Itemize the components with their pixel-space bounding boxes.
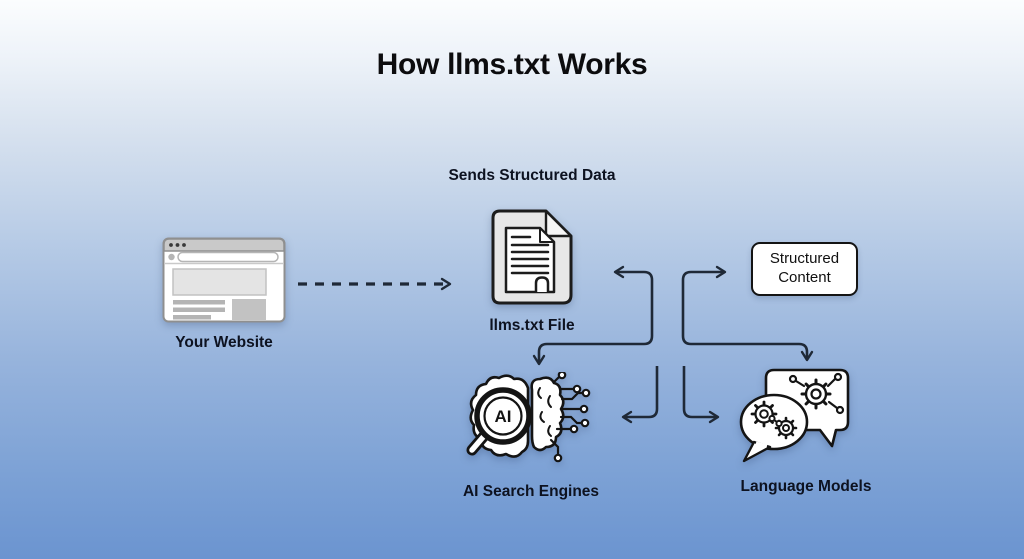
arrow-structured-content-and-language-models-connector (681, 265, 814, 362)
paper-fold (539, 227, 555, 243)
brain-right-half (530, 376, 565, 452)
speech-bubble-front (739, 393, 809, 451)
structured-content-box: Structured Content (751, 242, 858, 296)
sends-structured-data-caption: Sends Structured Data (448, 167, 616, 184)
structured-content-label: Structured Content (769, 250, 840, 286)
paper-arch (534, 276, 550, 292)
language-models-label: Language Models (740, 478, 872, 495)
browser-window-icon (162, 237, 286, 323)
gear-connector-nodes (768, 414, 783, 428)
browser-dots (169, 243, 186, 247)
browser-url-bar (177, 251, 279, 263)
paper-text-lines (510, 235, 550, 275)
arrow-file-and-ai-search-connector (532, 265, 654, 366)
browser-favicon-dot (168, 253, 175, 261)
browser-image-block (232, 299, 266, 320)
gear-icon-small-2 (774, 416, 798, 440)
ai-search-engines-icon: AI (466, 372, 591, 463)
browser-titlebar (163, 238, 285, 252)
llms-txt-file-icon (491, 209, 573, 305)
circuit-traces (549, 375, 584, 456)
website-label: Your Website (175, 334, 273, 351)
circuit-nodes (553, 372, 591, 463)
brain-squiggles (537, 387, 552, 437)
browser-text-lines (173, 300, 225, 320)
language-models-icon (739, 368, 850, 463)
ai-search-label: AI Search Engines (462, 483, 600, 500)
gear-icon-small-1 (750, 400, 778, 428)
gear-large-nodes (788, 372, 845, 415)
arrow-down-to-ai-search (621, 366, 659, 424)
magnifier-icon: AI (466, 387, 532, 456)
gear-icon-large (794, 377, 839, 410)
document-fold (544, 209, 573, 238)
ai-badge-text: AI (495, 407, 512, 426)
page-title: How llms.txt Works (376, 48, 648, 81)
browser-hero-block (172, 268, 267, 296)
llms-file-label: llms.txt File (489, 317, 575, 334)
arrow-down-to-language-models (682, 366, 720, 424)
